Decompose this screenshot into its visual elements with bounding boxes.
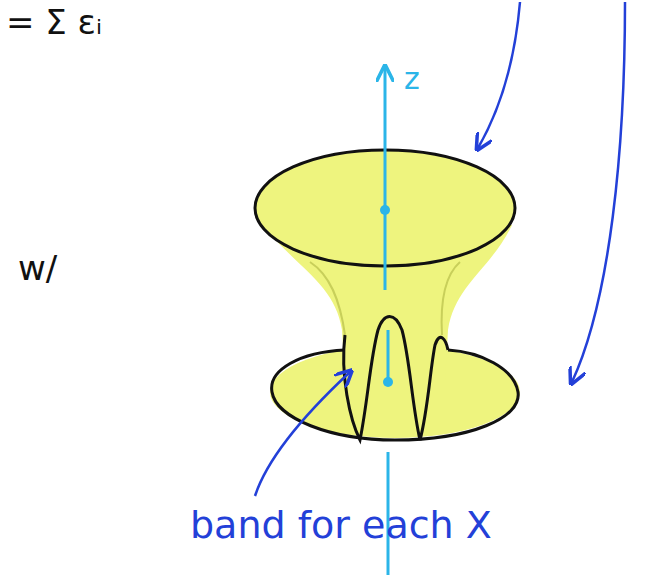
axis-dot — [380, 205, 390, 215]
z-axis — [387, 330, 390, 385]
callout-text: band for each X — [190, 505, 492, 547]
funnel-edge — [310, 262, 345, 335]
leader-arrow — [255, 372, 350, 496]
leader-arrow — [572, 2, 625, 382]
band-outline — [344, 317, 448, 441]
lower-disk — [272, 350, 519, 440]
z-axis — [384, 68, 387, 290]
leader-arrow — [478, 2, 520, 148]
funnel-edge — [442, 262, 460, 335]
note-text: w/ — [18, 250, 57, 287]
axis-label: z — [404, 62, 420, 95]
axis-dot — [383, 377, 393, 387]
equation-note: = Σ εᵢ — [6, 4, 102, 41]
